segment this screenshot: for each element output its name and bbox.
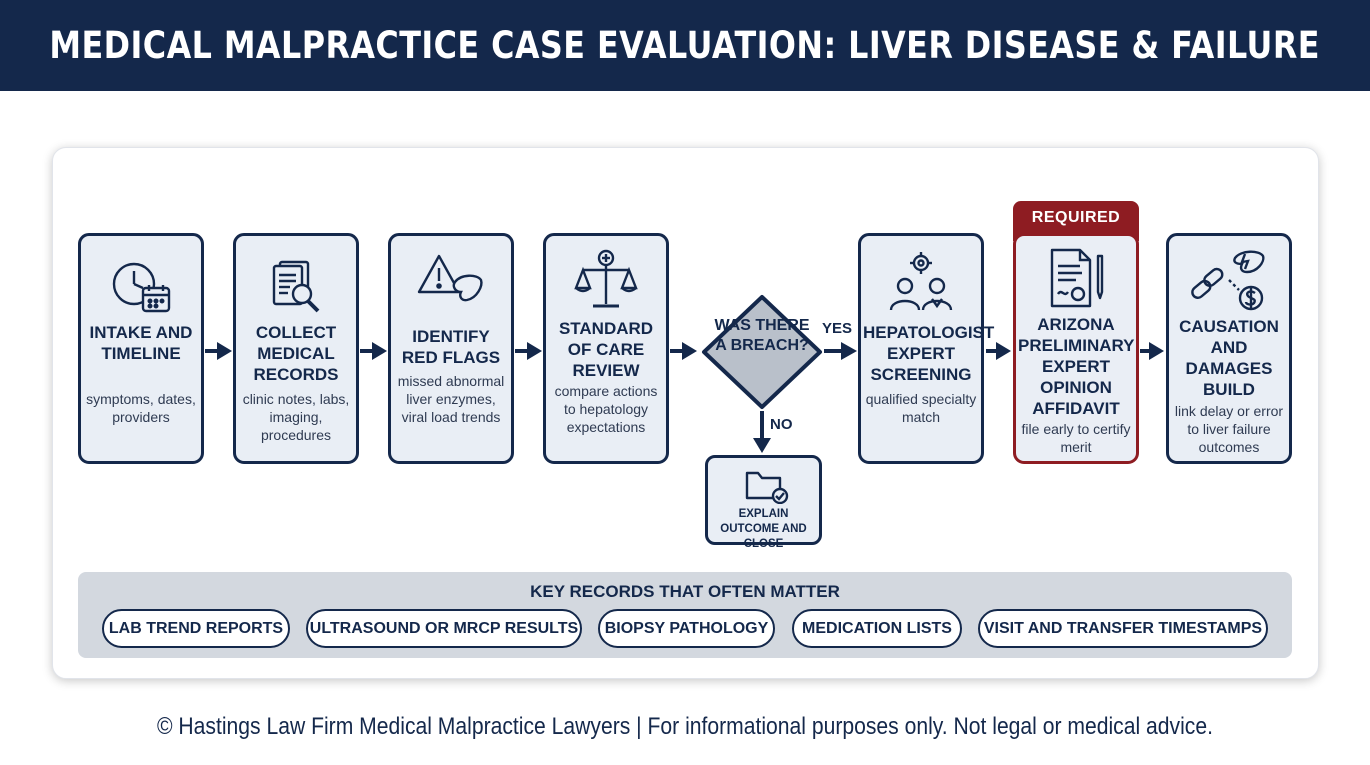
explain-outcome-label: EXPLAIN OUTCOME AND CLOSE bbox=[720, 508, 807, 550]
certificate-pen-icon bbox=[1044, 246, 1108, 315]
header-banner: MEDICAL MALPRACTICE CASE EVALUATION: LIV… bbox=[0, 0, 1370, 91]
record-pill: MEDICATION LISTS bbox=[792, 609, 962, 648]
step-desc: file early to certify merit bbox=[1021, 421, 1131, 455]
step-desc: missed abnormal liver enzymes, viral loa… bbox=[397, 373, 505, 425]
record-pill: BIOPSY PATHOLOGY bbox=[598, 609, 775, 648]
step-title: STANDARD OF CARE REVIEW bbox=[558, 319, 654, 380]
step-title: ARIZONA PRELIMINARY EXPERT OPINION AFFID… bbox=[1018, 315, 1135, 418]
step-affidavit: ARIZONA PRELIMINARY EXPERT OPINION AFFID… bbox=[1013, 233, 1139, 464]
step-desc: link delay or error to liver failure out… bbox=[1174, 403, 1284, 455]
step-intake: INTAKE AND TIMELINE symptoms, dates, pro… bbox=[78, 233, 204, 464]
step-causation: CAUSATION AND DAMAGES BUILD link delay o… bbox=[1166, 233, 1292, 464]
step-desc: clinic notes, labs, imaging, procedures bbox=[242, 391, 350, 443]
step-expert-screening: HEPATOLOGIST EXPERT SCREENING qualified … bbox=[858, 233, 995, 464]
breach-decision-diamond bbox=[702, 295, 822, 409]
footer-text: © Hastings Law Firm Medical Malpractice … bbox=[157, 713, 1213, 740]
key-records-title: KEY RECORDS THAT OFTEN MATTER bbox=[530, 582, 840, 601]
step-title: COLLECT MEDICAL RECORDS bbox=[253, 323, 339, 384]
warning-liver-icon bbox=[415, 252, 487, 313]
document-search-icon bbox=[266, 256, 326, 319]
yes-label: YES bbox=[822, 320, 853, 337]
key-records-section: KEY RECORDS THAT OFTEN MATTER LAB TREND … bbox=[78, 572, 1292, 658]
folder-check-icon bbox=[744, 466, 790, 509]
step-desc: qualified specialty match bbox=[865, 391, 977, 425]
step-standard-of-care: STANDARD OF CARE REVIEW compare actions … bbox=[543, 233, 669, 464]
record-pill: LAB TREND REPORTS bbox=[102, 609, 290, 648]
step-red-flags: IDENTIFY RED FLAGS missed abnormal liver… bbox=[388, 233, 514, 464]
step-desc: compare actions to hepatology expectatio… bbox=[554, 383, 658, 435]
no-label: NO bbox=[770, 416, 793, 433]
explain-outcome-box: EXPLAIN OUTCOME AND CLOSE bbox=[705, 455, 822, 550]
footer-disclaimer: © Hastings Law Firm Medical Malpractice … bbox=[0, 713, 1370, 741]
clock-calendar-icon bbox=[110, 258, 172, 319]
record-pill: VISIT AND TRANSFER TIMESTAMPS bbox=[978, 609, 1268, 648]
step-title: HEPATOLOGIST EXPERT SCREENING bbox=[863, 323, 995, 384]
page-title: MEDICAL MALPRACTICE CASE EVALUATION: LIV… bbox=[49, 24, 1321, 67]
scales-medical-icon bbox=[573, 248, 639, 317]
step-collect-records: COLLECT MEDICAL RECORDS clinic notes, la… bbox=[233, 233, 359, 464]
step-desc: symptoms, dates, providers bbox=[86, 391, 196, 425]
step-title: INTAKE AND TIMELINE bbox=[89, 323, 193, 363]
record-pill: ULTRASOUND OR MRCP RESULTS bbox=[306, 609, 582, 648]
required-tag: REQUIRED bbox=[1013, 201, 1139, 241]
decision-label: WAS THERE A BREACH? bbox=[714, 317, 810, 354]
step-title: IDENTIFY RED FLAGS bbox=[401, 327, 501, 367]
chain-liver-dollar-icon bbox=[1187, 248, 1271, 319]
doctors-gear-icon bbox=[885, 250, 957, 317]
step-title: CAUSATION AND DAMAGES BUILD bbox=[1179, 317, 1279, 399]
